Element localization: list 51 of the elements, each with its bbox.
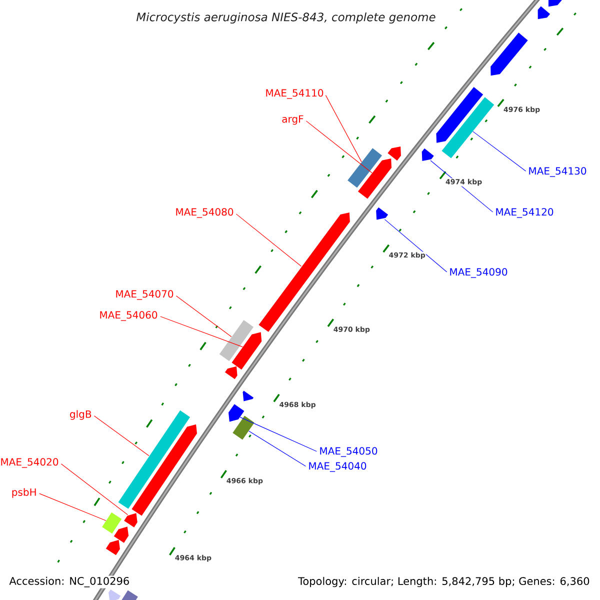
gene-label: MAE_54070 [116, 290, 174, 300]
leader-line [39, 493, 106, 521]
gene-block [108, 589, 121, 600]
gene-label: MAE_54040 [309, 462, 366, 472]
gene-box [102, 512, 122, 534]
leader-line [248, 430, 306, 467]
leader-line [472, 131, 526, 172]
gene-label: MAE_54110 [266, 89, 324, 99]
leader-line [384, 219, 448, 272]
gene-block [242, 390, 254, 402]
leader-line [176, 296, 232, 338]
gene-label: MAE_54090 [450, 268, 508, 278]
leader-line [60, 464, 128, 516]
gene-label: MAE_54080 [176, 208, 234, 218]
gene-box [348, 148, 382, 188]
gene-box [232, 416, 254, 440]
leader-line [325, 95, 362, 162]
leader-line [240, 416, 317, 452]
gene-label: MAE_54120 [496, 208, 554, 218]
gene-label: psbH [12, 488, 36, 498]
gene-block [376, 207, 388, 220]
gene-box [118, 410, 190, 509]
gene-block [490, 32, 528, 76]
gene-label: argF [282, 115, 304, 125]
leader-line [160, 316, 243, 348]
gene-block [132, 424, 197, 516]
title: Microcystis aeruginosa NIES-843, complete genome [136, 12, 436, 24]
footer-text: Accession: NC_010296 [8, 576, 131, 588]
gene-block [224, 366, 238, 380]
gene-block [124, 513, 138, 528]
leader-line [306, 120, 372, 174]
gene-label: MAE_54020 [1, 458, 58, 468]
gene-block [232, 332, 262, 370]
gene-box [442, 97, 494, 158]
gene-block [538, 6, 550, 20]
footer-text: Topology: circular; Length: 5,842,795 bp; Genes: 6,360 [297, 576, 591, 588]
gene-block [106, 540, 120, 556]
gene-block [228, 404, 244, 422]
gene-block [358, 158, 392, 199]
leader-line [236, 214, 302, 267]
gene-box [219, 320, 254, 362]
gene-block [114, 526, 129, 543]
leader-line [94, 416, 150, 456]
gene-label: MAE_54060 [100, 311, 158, 321]
gene-label: glgB [70, 410, 92, 420]
gene-block [422, 148, 434, 161]
gene-block [436, 86, 484, 143]
gene-label: MAE_54130 [529, 167, 586, 177]
gene-block [388, 146, 401, 161]
gene-label: MAE_54050 [320, 447, 378, 457]
gene-box [122, 590, 138, 600]
